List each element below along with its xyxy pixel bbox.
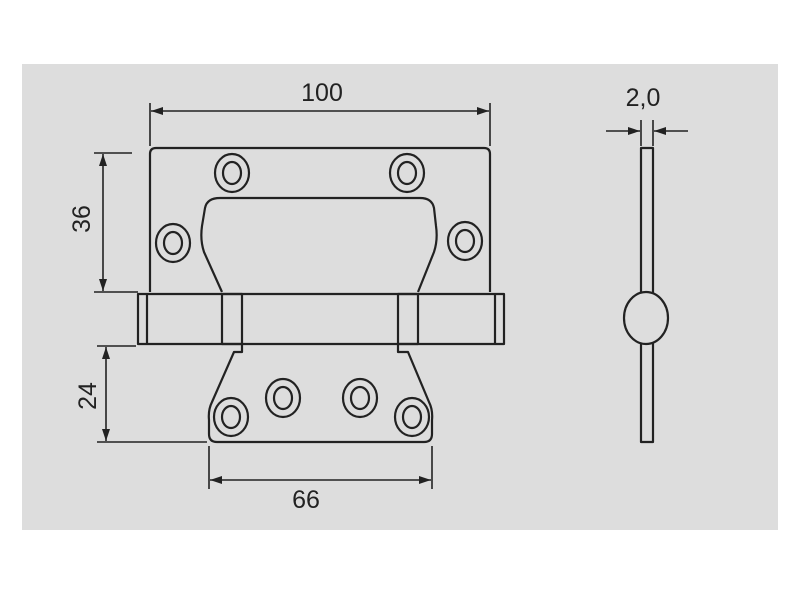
screw-hole bbox=[393, 396, 431, 438]
screw-hole bbox=[220, 404, 242, 430]
screw-hole bbox=[446, 220, 484, 262]
screw-hole bbox=[213, 152, 251, 194]
screw-hole bbox=[349, 385, 371, 411]
dim-upper-height-label: 36 bbox=[68, 205, 96, 233]
screw-hole bbox=[264, 377, 302, 419]
screw-hole bbox=[396, 160, 418, 186]
dim-width-label: 100 bbox=[301, 79, 343, 107]
knuckle-segment-left bbox=[220, 292, 244, 346]
lower-leaf-outline bbox=[207, 344, 434, 444]
screw-hole bbox=[454, 228, 476, 254]
screw-hole bbox=[388, 152, 426, 194]
side-view bbox=[622, 146, 670, 444]
screw-hole bbox=[401, 404, 423, 430]
screw-hole bbox=[154, 222, 192, 264]
drawing-panel bbox=[22, 64, 778, 530]
dim-thickness-label: 2,0 bbox=[626, 84, 661, 112]
upper-leaf-outline bbox=[148, 146, 492, 292]
screw-hole bbox=[162, 230, 184, 256]
screw-hole bbox=[221, 160, 243, 186]
screw-holes bbox=[154, 152, 484, 438]
dim-lower-height-label: 24 bbox=[74, 382, 102, 410]
knuckle-segment-right bbox=[396, 292, 420, 346]
dim-lower-width-label: 66 bbox=[292, 486, 320, 514]
screw-hole bbox=[272, 385, 294, 411]
upper-leaf-cutout bbox=[200, 196, 438, 293]
side-view-knuckle bbox=[622, 290, 670, 346]
screw-hole bbox=[212, 396, 250, 438]
hinge-knuckle bbox=[136, 292, 506, 346]
screw-hole bbox=[341, 377, 379, 419]
